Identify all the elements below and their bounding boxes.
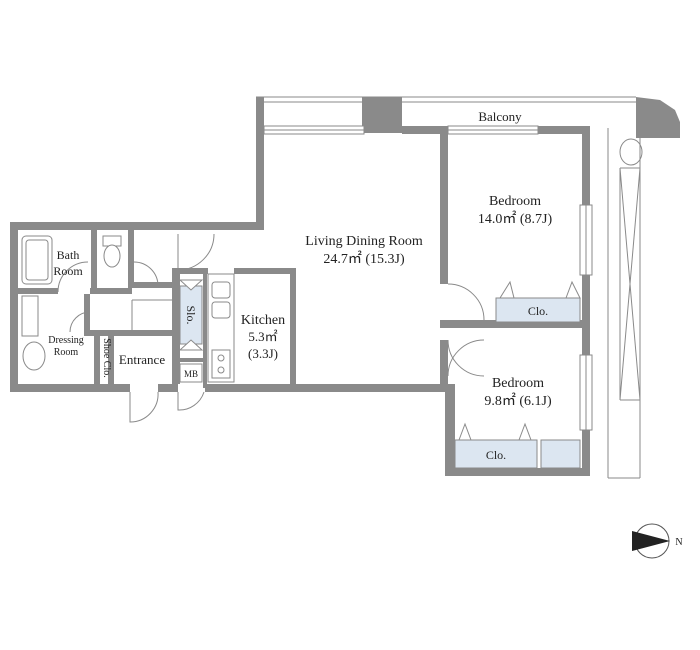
bedroom-2: Bedroom 9.8㎡ (6.1J) Clo.	[454, 376, 581, 469]
meter-box-label: MB	[184, 369, 198, 379]
bath-room-label-line2: Room	[53, 264, 83, 278]
bedroom-2-name: Bedroom	[492, 376, 544, 391]
living-room-area: 24.7㎡ (15.3J)	[323, 251, 405, 267]
shoe-closet-label: Shoe Clo.	[101, 338, 112, 377]
toilet	[102, 235, 122, 268]
balcony: Balcony	[256, 96, 680, 479]
closet-1-label: Clo.	[528, 304, 548, 318]
doors	[57, 233, 485, 423]
closet-2-label: Clo.	[486, 448, 506, 462]
north-arrow-icon	[632, 531, 670, 551]
kitchen: Kitchen 5.3㎡ (3.3J)	[207, 273, 285, 383]
bedroom-2-area: 9.8㎡ (6.1J)	[484, 393, 552, 409]
bath-room: Bath Room	[21, 235, 83, 285]
compass-label: N	[675, 537, 682, 548]
meter-box: MB	[179, 363, 203, 383]
compass: N	[632, 523, 683, 559]
living-dining-room: Living Dining Room 24.7㎡ (15.3J)	[305, 234, 423, 267]
living-room-name: Living Dining Room	[305, 234, 423, 249]
entrance-label: Entrance	[119, 352, 165, 367]
bedroom-1-name: Bedroom	[489, 194, 541, 209]
kitchen-name: Kitchen	[241, 313, 285, 328]
balcony-label: Balcony	[478, 109, 522, 124]
bedroom-1: Bedroom 14.0㎡ (8.7J) Clo.	[478, 194, 581, 323]
dressing-room-label-line1: Dressing	[48, 335, 84, 346]
bedroom-windows	[579, 204, 593, 431]
dressing-room-label-line2: Room	[54, 347, 79, 358]
kitchen-area-j: (3.3J)	[248, 346, 278, 361]
storage: Slo.	[178, 279, 204, 351]
interior-walls	[18, 134, 590, 388]
shoe-closet: Shoe Clo.	[101, 338, 112, 377]
dressing-room: Dressing Room	[21, 295, 84, 371]
storage-label: Slo.	[184, 305, 198, 324]
kitchen-area: 5.3㎡	[248, 329, 277, 344]
living-window	[263, 125, 539, 135]
bath-room-label-line1: Bath	[57, 248, 80, 262]
bedroom-1-area: 14.0㎡ (8.7J)	[478, 211, 553, 227]
